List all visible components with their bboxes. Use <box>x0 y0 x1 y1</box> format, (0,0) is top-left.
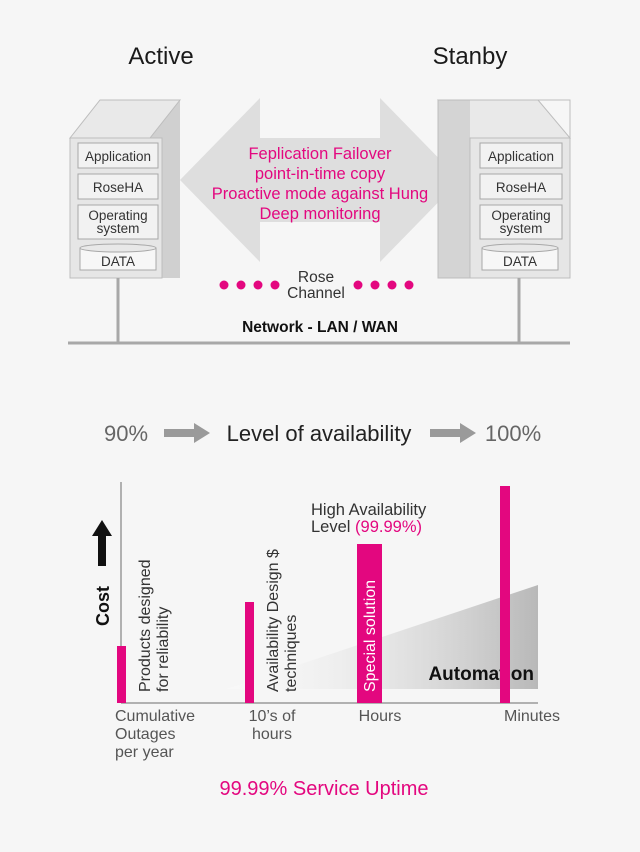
data-layer-label: DATA <box>101 254 135 269</box>
high-availability-annotation: High Availability <box>311 501 427 519</box>
x-tick-label: Cumulative <box>115 708 195 725</box>
standby-title: Stanby <box>433 43 508 70</box>
bar-label: Products designed <box>137 559 154 692</box>
active-server: Application RoseHA Operating system DATA <box>68 99 182 279</box>
x-tick-label: Minutes <box>504 708 560 725</box>
cost-bar <box>357 544 382 703</box>
cost-arrow-icon <box>92 520 112 566</box>
feature-item: point-in-time copy <box>255 165 386 183</box>
os-layer-label: Operating <box>491 208 550 223</box>
os-layer-label: Operating <box>88 208 147 223</box>
os-layer-label: system <box>500 221 543 236</box>
replication-double-arrow <box>180 98 460 262</box>
database-icon <box>79 243 157 253</box>
annotation-value: (99.99%) <box>355 518 422 536</box>
rose-channel-label: Rose <box>298 269 334 286</box>
x-tick-label: hours <box>252 726 292 743</box>
feature-item: Deep monitoring <box>259 205 380 223</box>
rose-channel-label: Channel <box>287 285 345 302</box>
availability-start: 90% <box>104 421 148 446</box>
standby-server: Application RoseHA Operating system DATA <box>436 99 572 279</box>
application-layer-label: Application <box>488 149 554 164</box>
data-layer-label: DATA <box>503 254 537 269</box>
feature-item: Proactive mode against Hung <box>212 185 428 203</box>
service-uptime-footer: 99.99% Service Uptime <box>220 778 429 800</box>
application-layer-label: Application <box>85 149 151 164</box>
cost-bar <box>245 602 254 703</box>
automation-label: Automation <box>428 664 534 685</box>
availability-end: 100% <box>485 421 541 446</box>
feature-list: Feplication Failover point-in-time copy … <box>212 145 428 223</box>
database-icon <box>481 243 559 253</box>
x-tick-label: per year <box>115 744 174 761</box>
y-axis-label: Cost <box>93 586 113 626</box>
roseha-layer-label: RoseHA <box>496 180 546 195</box>
rose-channel-dots-right <box>353 280 414 290</box>
bar-label: for reliability <box>155 607 172 692</box>
high-availability-annotation: Level (99.99%) <box>311 518 422 536</box>
arrow-right-icon <box>430 423 476 443</box>
annotation-prefix: Level <box>311 518 355 536</box>
availability-label: Level of availability <box>227 421 412 446</box>
os-layer-label: system <box>97 221 140 236</box>
network-label: Network - LAN / WAN <box>242 319 398 336</box>
bar-label: Availability Design $ <box>265 549 282 692</box>
active-title: Active <box>128 43 193 70</box>
rose-channel-dots-left <box>219 280 280 290</box>
x-tick-label: Hours <box>359 708 402 725</box>
cost-bar <box>117 646 126 703</box>
cost-bar <box>500 486 510 703</box>
x-tick-label: 10’s of <box>249 708 296 725</box>
feature-item: Feplication Failover <box>248 145 392 163</box>
arrow-right-icon <box>164 423 210 443</box>
x-tick-label: Outages <box>115 726 175 743</box>
roseha-layer-label: RoseHA <box>93 180 143 195</box>
bar-label: techniques <box>283 615 300 692</box>
bar-label: Special solution <box>362 580 379 692</box>
